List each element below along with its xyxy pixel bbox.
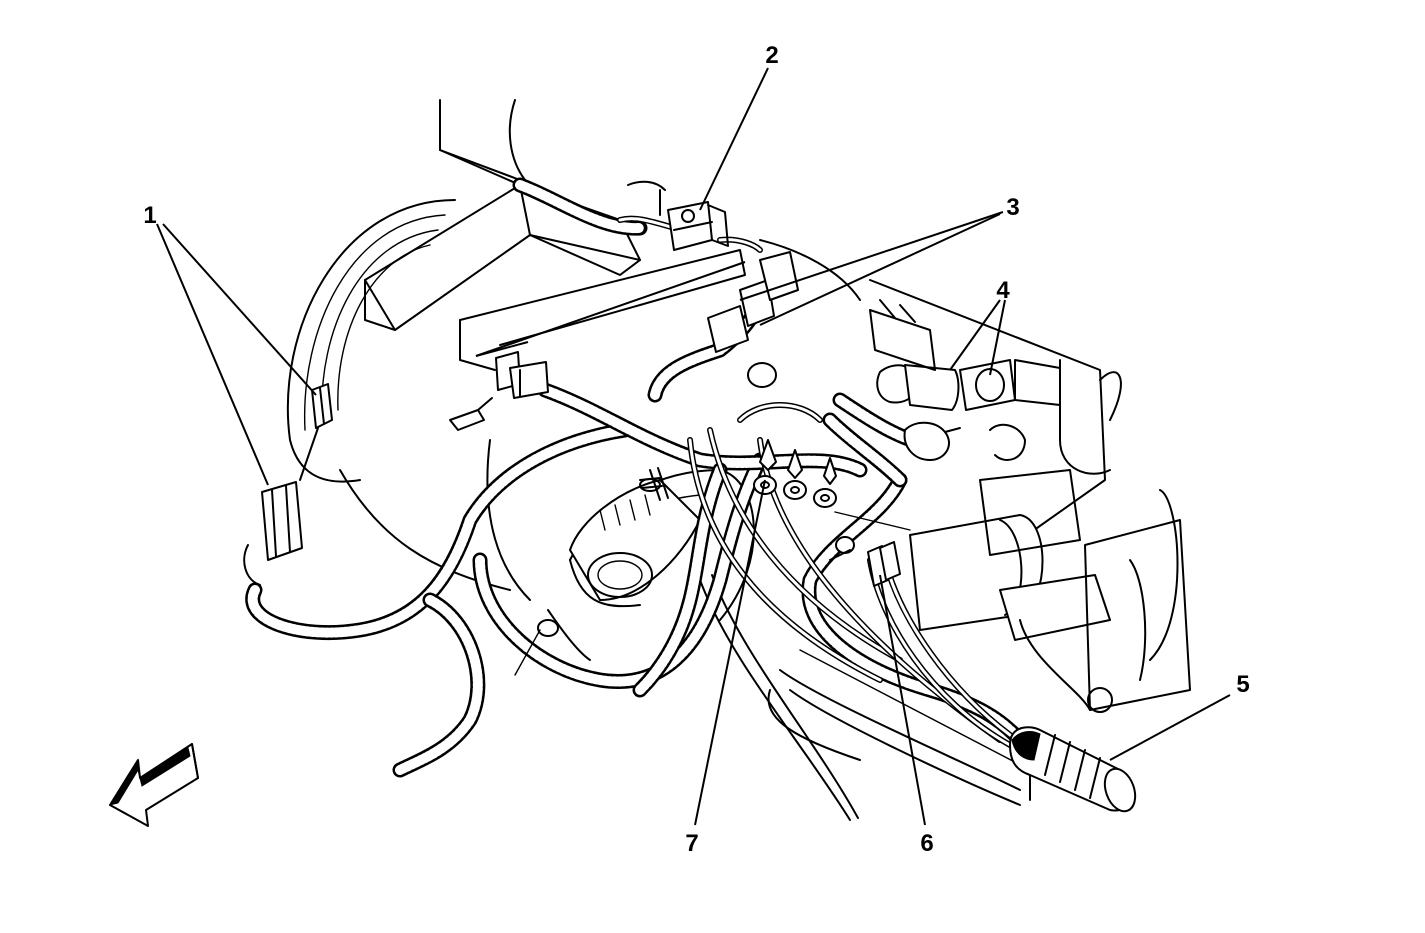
- callout-3: 3: [1006, 194, 1019, 221]
- wiring-harness: [245, 177, 1023, 778]
- left-harness-connector: [243, 383, 333, 586]
- callout-7: 7: [685, 830, 698, 857]
- center-connectors: [449, 251, 799, 431]
- callout-6: 6: [920, 830, 933, 857]
- callout-2: 2: [765, 42, 778, 69]
- battery-cable-terminals: [829, 541, 901, 587]
- front-direction-arrow-icon: [108, 743, 199, 827]
- callout-5: 5: [1236, 671, 1249, 698]
- callout-1: 1: [143, 202, 156, 229]
- top-connector: [667, 201, 729, 251]
- cable-bundle-sleeve: [1009, 726, 1137, 813]
- connectors: [243, 201, 1137, 813]
- ring-terminals: [537, 439, 855, 661]
- sensor-connectors: [869, 299, 1061, 461]
- callout-labels: 1 2 3 4 5 6 7: [143, 42, 1249, 857]
- leader-lines: [156, 67, 1231, 826]
- callout-4: 4: [996, 277, 1010, 304]
